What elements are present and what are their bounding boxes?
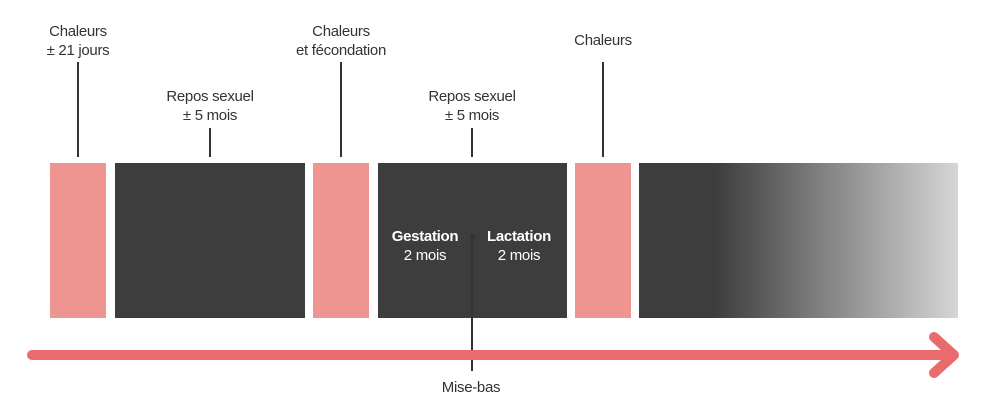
- label-line: et fécondation: [295, 42, 387, 59]
- label-lactation: Lactation 2 mois: [477, 227, 561, 265]
- gestation-title: Gestation: [391, 228, 459, 245]
- tick-repos-1: [209, 128, 211, 157]
- label-line: ± 5 mois: [182, 107, 238, 124]
- block-continuation-fade: [639, 163, 958, 318]
- mise-bas-line: [471, 236, 473, 371]
- label-repos-sexuel-2: Repos sexuel ± 5 mois: [412, 87, 532, 125]
- label-line: Repos sexuel: [428, 88, 516, 105]
- label-chaleurs-3: Chaleurs: [553, 31, 653, 50]
- tick-repos-2: [471, 128, 473, 157]
- label-line: ± 21 jours: [46, 42, 110, 59]
- tick-chaleurs-1: [77, 62, 79, 157]
- lactation-title: Lactation: [487, 228, 551, 245]
- gestation-duration: 2 mois: [403, 247, 447, 264]
- tick-chaleurs-2: [340, 62, 342, 157]
- block-chaleurs-2: [313, 163, 369, 318]
- block-repos-sexuel-1: [115, 163, 305, 318]
- arrow-head: [929, 332, 959, 378]
- label-repos-sexuel-1: Repos sexuel ± 5 mois: [150, 87, 270, 125]
- block-chaleurs-1: [50, 163, 106, 318]
- label-line: Chaleurs: [49, 23, 107, 40]
- label-line: Chaleurs: [312, 23, 370, 40]
- label-chaleurs-21-jours: Chaleurs ± 21 jours: [28, 22, 128, 60]
- lactation-duration: 2 mois: [497, 247, 541, 264]
- block-chaleurs-3: [575, 163, 631, 318]
- label-line: ± 5 mois: [444, 107, 500, 124]
- label-gestation: Gestation 2 mois: [383, 227, 467, 265]
- label-line: Chaleurs: [574, 32, 632, 49]
- tick-chaleurs-3: [602, 62, 604, 157]
- label-chaleurs-fecondation: Chaleurs et fécondation: [281, 22, 401, 60]
- label-line: Repos sexuel: [166, 88, 254, 105]
- label-mise-bas: Mise-bas: [441, 379, 501, 396]
